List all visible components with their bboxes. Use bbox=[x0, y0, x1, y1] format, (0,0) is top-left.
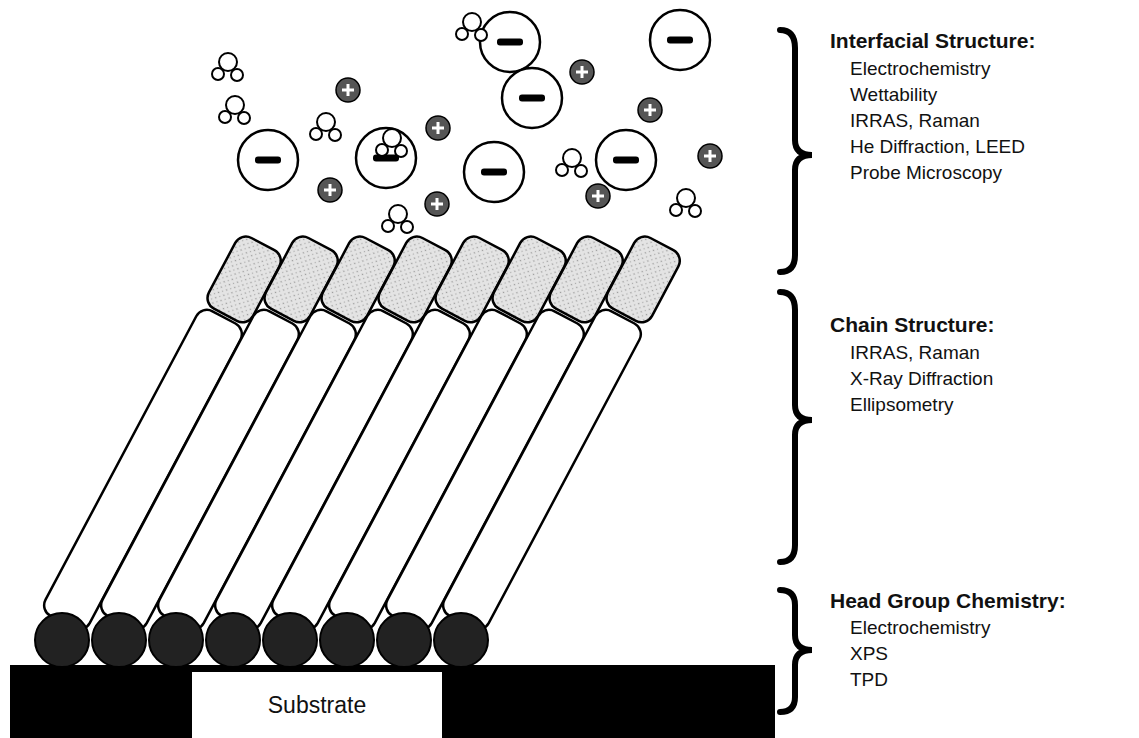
technique-label: He Diffraction, LEED bbox=[850, 136, 1025, 158]
brace bbox=[780, 30, 812, 272]
head-group bbox=[320, 613, 374, 667]
technique-label: IRRAS, Raman bbox=[850, 110, 980, 132]
terminal-group bbox=[602, 232, 684, 326]
technique-label: IRRAS, Raman bbox=[850, 342, 980, 364]
cation bbox=[586, 184, 610, 208]
anion bbox=[356, 128, 416, 188]
anion bbox=[480, 12, 540, 72]
section-heading: Head Group Chemistry: bbox=[830, 590, 1066, 612]
cation bbox=[698, 144, 722, 168]
head-group bbox=[35, 613, 89, 667]
water-molecule bbox=[382, 205, 413, 233]
substrate-box: Substrate bbox=[192, 672, 442, 738]
anion bbox=[238, 130, 298, 190]
section-heading: Interfacial Structure: bbox=[830, 30, 1035, 52]
brace bbox=[780, 590, 812, 712]
anion bbox=[464, 142, 524, 202]
chain-body bbox=[439, 306, 645, 634]
technique-label: Wettability bbox=[850, 84, 937, 106]
head-group bbox=[206, 613, 260, 667]
head-group bbox=[434, 613, 488, 667]
cation bbox=[426, 116, 450, 140]
water-molecule bbox=[456, 13, 487, 41]
water-molecule bbox=[310, 113, 341, 141]
anion bbox=[502, 68, 562, 128]
technique-label: Ellipsometry bbox=[850, 394, 953, 416]
node-label: Substrate bbox=[268, 692, 366, 719]
anion bbox=[596, 130, 656, 190]
anion bbox=[650, 10, 710, 70]
head-group bbox=[377, 613, 431, 667]
braces bbox=[780, 30, 812, 712]
substrate-bar bbox=[10, 665, 775, 738]
technique-label: Electrochemistry bbox=[850, 617, 990, 639]
section-heading: Chain Structure: bbox=[830, 314, 995, 336]
technique-label: Probe Microscopy bbox=[850, 162, 1002, 184]
brace bbox=[780, 292, 812, 562]
technique-label: XPS bbox=[850, 643, 888, 665]
alkyl-chain bbox=[439, 232, 684, 633]
cation bbox=[570, 60, 594, 84]
water-molecule bbox=[212, 53, 243, 81]
cation bbox=[336, 78, 360, 102]
water-molecule bbox=[670, 189, 701, 217]
water-molecule bbox=[376, 129, 407, 157]
technique-label: Electrochemistry bbox=[850, 58, 990, 80]
head-group bbox=[263, 613, 317, 667]
cation bbox=[638, 98, 662, 122]
head-group bbox=[92, 613, 146, 667]
cation bbox=[318, 178, 342, 202]
water-molecule bbox=[556, 149, 587, 177]
head-group bbox=[149, 613, 203, 667]
cation bbox=[425, 192, 449, 216]
technique-label: TPD bbox=[850, 669, 888, 691]
water-molecule bbox=[219, 96, 250, 124]
technique-label: X-Ray Diffraction bbox=[850, 368, 993, 390]
